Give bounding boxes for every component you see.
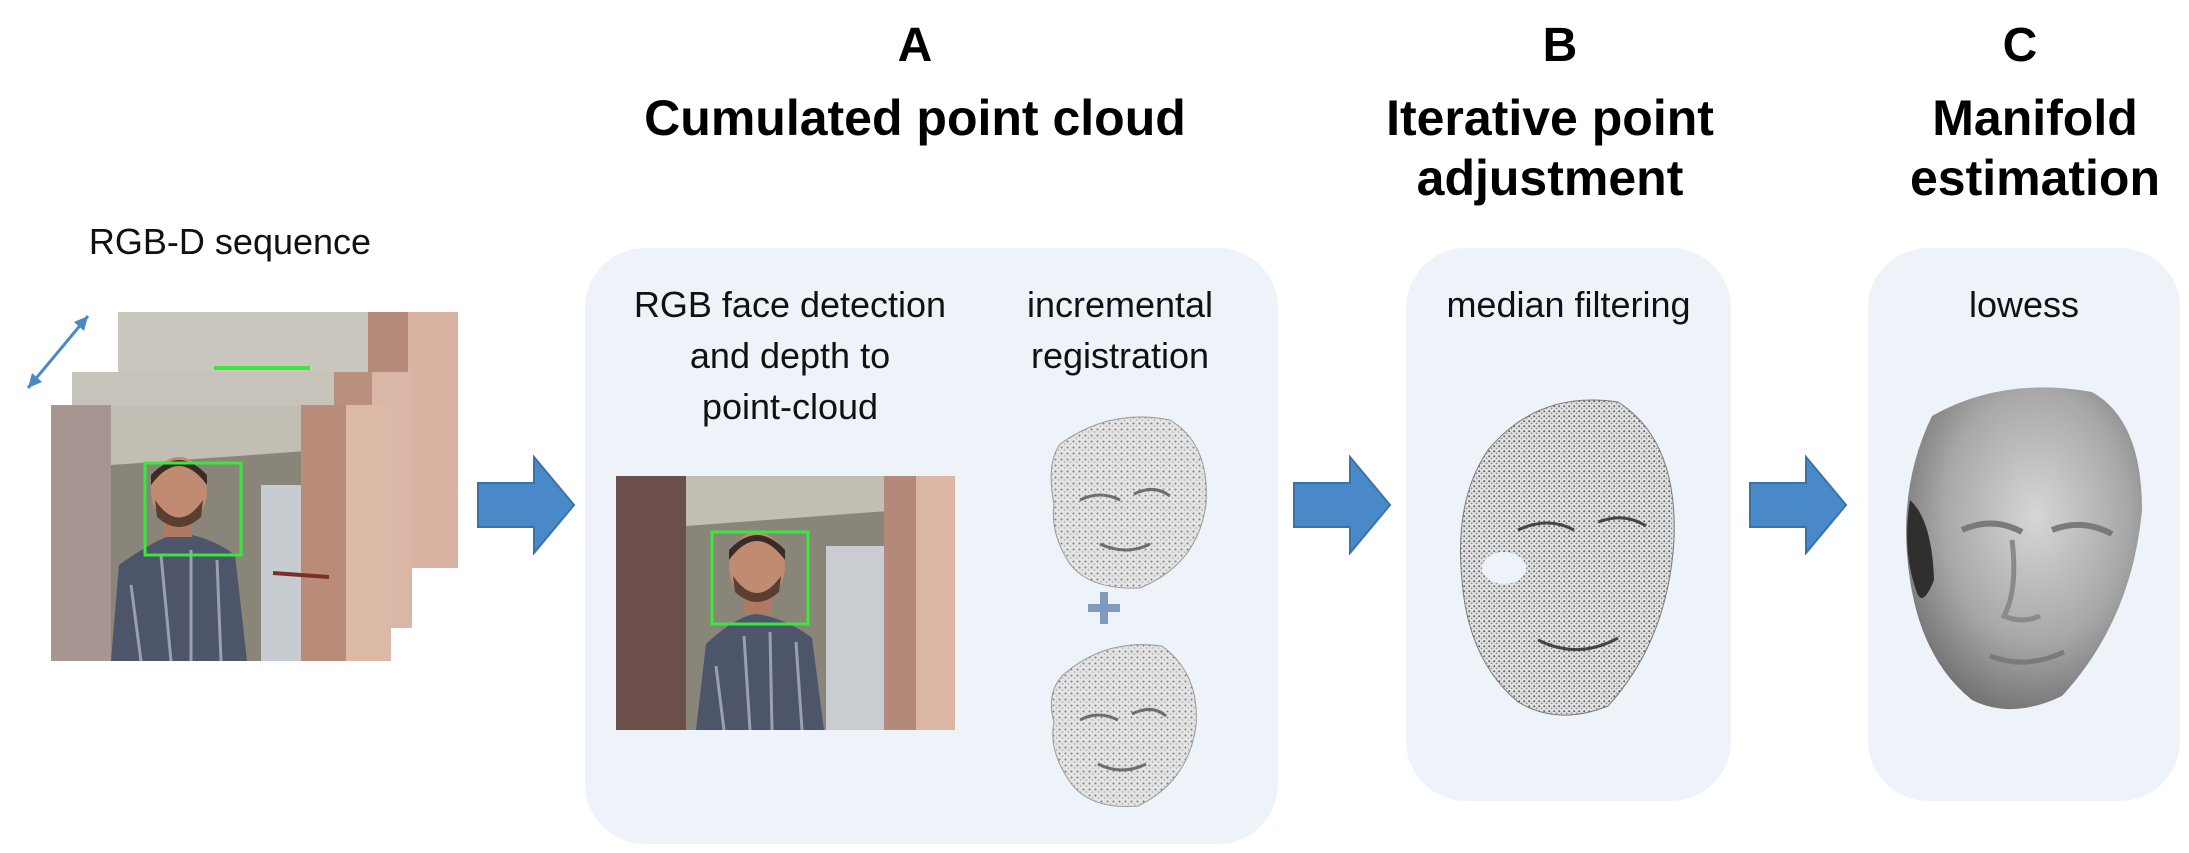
registration-cloud-bottom: [1034, 632, 1204, 812]
stage-a-title: Cumulated point cloud: [644, 90, 1186, 146]
manifold-face-mesh: [1892, 380, 2154, 716]
registration-cloud-top: [1030, 404, 1220, 594]
rgbd-sequence-label: RGB-D sequence: [88, 221, 372, 262]
filtered-point-cloud: [1448, 390, 1688, 730]
stage-c-title-line: estimation: [1909, 150, 2161, 206]
plus-icon: [1084, 588, 1124, 628]
stage-c-title: Manifold estimation: [1890, 88, 2180, 208]
stage-b-title: Iterative point adjustment: [1360, 88, 1740, 208]
lowess-label: lowess: [1968, 284, 2080, 325]
stage-b-title-line: Iterative point: [1386, 90, 1714, 146]
double-arrow-icon: [18, 306, 98, 398]
stage-b-letter: B: [1542, 19, 1578, 72]
stage-b-title-line: adjustment: [1416, 150, 1684, 206]
registration-label: incremental registration: [1000, 279, 1240, 381]
stage-a-letter: A: [897, 19, 933, 72]
stage-c-letter: C: [2002, 19, 2038, 72]
flow-arrow-icon: [1748, 455, 1848, 555]
detection-label: RGB face detection and depth to point-cl…: [610, 279, 970, 432]
stage-c-title-line: Manifold: [1932, 90, 2138, 146]
registration-label-line: incremental: [1026, 284, 1214, 325]
median-filtering-label: median filtering: [1446, 284, 1691, 325]
detection-label-line: RGB face detection: [633, 284, 947, 325]
flow-arrow-icon: [1292, 455, 1392, 555]
face-detection-frame: [616, 476, 955, 730]
registration-label-line: registration: [1030, 335, 1210, 376]
detection-label-line: and depth to: [689, 335, 891, 376]
video-frame-front: [51, 405, 391, 661]
flow-arrow-icon: [476, 455, 576, 555]
detection-label-line: point-cloud: [701, 386, 879, 427]
